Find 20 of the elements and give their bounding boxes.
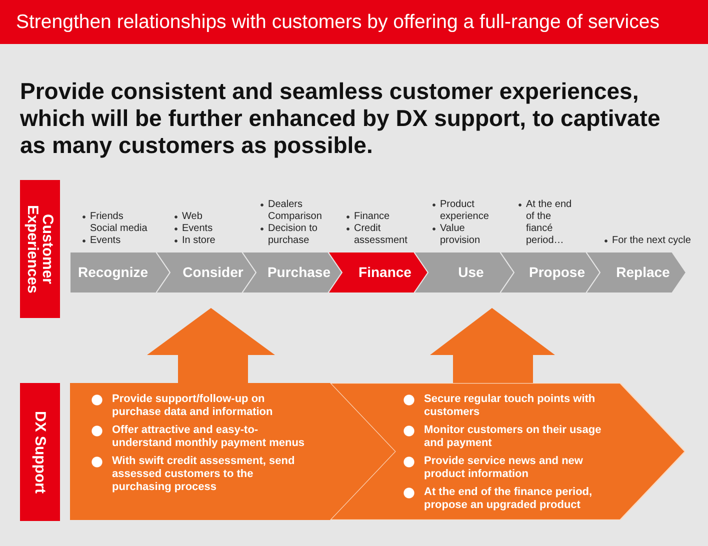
chevron-step <box>414 252 514 293</box>
title-banner: Strengthen relationships with customers by offering a full-range of services <box>0 0 708 44</box>
chevron-step <box>70 252 170 293</box>
bullet-text: Monitor customers on their usage and payment <box>402 424 602 450</box>
section-tab: DX Support <box>20 383 60 521</box>
chevron-step <box>156 252 256 293</box>
headline-text: Provide consistent and seamless customer experiences, which will be further enhanced by DX support, to captivate as many customers as possible. <box>20 78 662 159</box>
support-panel <box>330 383 685 520</box>
step-label: Recognize <box>76 264 149 280</box>
chevron-step <box>328 252 428 293</box>
chevron-step <box>242 252 342 293</box>
step-label: Use <box>457 264 485 280</box>
step-label: Finance <box>358 264 412 280</box>
step-label: Propose <box>528 264 586 280</box>
step-label: Consider <box>182 264 244 280</box>
step-label: Purchase <box>266 264 332 280</box>
section-tab: Customer Experiences <box>20 180 60 318</box>
chevron-step <box>586 252 686 293</box>
chevron-step <box>500 252 600 293</box>
step-label: Replace <box>615 264 671 280</box>
